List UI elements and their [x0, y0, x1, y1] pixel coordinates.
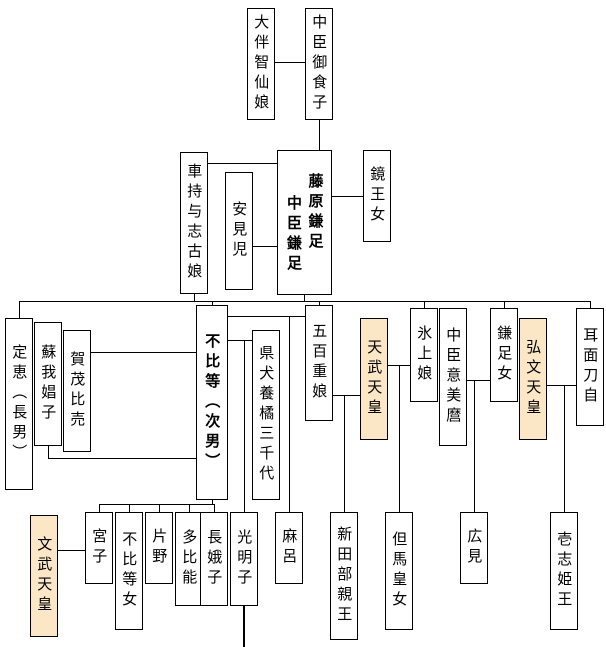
marriage-line-monmu-miyako [58, 550, 85, 551]
person-box-ichishi-hime: 壱志姫王 [550, 512, 578, 630]
person-name-katano: 片野 [150, 528, 169, 568]
marriage-line-yasumiko-kamatari [253, 246, 277, 247]
drop-line-fuhito-no-musume [129, 504, 130, 512]
drop-line-katano [159, 504, 160, 512]
person-name-emperor-monmu: 文武天皇 [35, 536, 54, 616]
person-name-fujiwara-kamatari: 藤原鎌足 [306, 172, 325, 253]
person-name-ioe-no-iratsume: 五百重娘 [310, 323, 329, 403]
person-box-fujiwara-kamatari: 中臣鎌足 藤原鎌足 [277, 150, 332, 295]
person-box-kurumamochi-yoshiko: 車持与志古娘 [180, 152, 208, 294]
person-box-fuhito-no-musume: 不比等女 [115, 512, 143, 630]
person-name-otomo-chisen: 大伴智仙娘 [252, 14, 271, 114]
marriage-line-kamo-fuhito [91, 352, 196, 353]
person-box-kamo-hime: 賀茂比売 [63, 330, 91, 452]
sibling-line-kamatari-children [19, 301, 591, 302]
person-box-emperor-kobun: 弘文天皇 [519, 318, 547, 440]
person-box-kagami-no-okimi: 鏡王女 [363, 150, 391, 242]
marriage-line-kamatari-kagami [332, 196, 363, 197]
person-box-tabino: 多比能 [175, 512, 203, 606]
descent-stub-kurumamochi [194, 294, 195, 301]
person-box-yasumiko: 安見児 [225, 172, 253, 290]
drop-line-nagako [214, 504, 215, 512]
marriage-line-otomo-mikeko [275, 62, 305, 63]
drop-line-tabino [189, 504, 190, 512]
marriage-line-fuhito-ioe [228, 316, 305, 317]
person-box-fuhito: 不比等（次男） [196, 305, 228, 500]
descent-line-mikeko-kamatari [319, 120, 320, 150]
drop-line-joe [19, 301, 20, 318]
person-name-maro: 麻呂 [280, 528, 299, 568]
marriage-line-soga-fuhito [48, 458, 196, 459]
person-box-hikami-no-iratsume: 氷上娘 [410, 308, 438, 402]
person-box-ioe-no-iratsume: 五百重娘 [305, 305, 333, 421]
descent-stub-kamatari [304, 295, 305, 301]
descent-line-komyoshi-continues [243, 606, 245, 647]
descent-stub-fuhito [212, 500, 213, 505]
person-name-komyoshi: 光明子 [235, 529, 254, 589]
person-box-joe: 定恵（長男） [5, 318, 33, 490]
person-name-kamatari-no-musume: 鎌足女 [495, 325, 514, 385]
person-box-soga-shoshi: 蘇我娼子 [34, 322, 62, 446]
descent-line-ichishi-hime [564, 385, 565, 512]
person-name-ichishi-hime: 壱志姫王 [555, 531, 574, 611]
person-name-soga-shoshi: 蘇我娼子 [39, 344, 58, 424]
marriage-stub-soga [48, 446, 49, 458]
person-box-nagako: 長娥子 [200, 512, 228, 606]
person-box-mimimo-toji: 耳面刀自 [576, 308, 604, 426]
person-box-niitabe: 新田部親王 [330, 512, 358, 640]
person-name-tachibana-michiyo: 県犬養橘三千代 [257, 345, 276, 485]
marriage-line-kobun-mimimo [547, 385, 576, 386]
sibling-line-fuhito-children [99, 504, 215, 505]
person-name-nakatomi-kamatari: 中臣鎌足 [285, 194, 303, 275]
person-name-kurumamochi-yoshiko: 車持与志古娘 [185, 163, 204, 283]
drop-line-mimimo-toji [590, 301, 591, 308]
person-name-miyako: 宮子 [90, 528, 109, 568]
drop-line-fuhito [212, 301, 213, 305]
drop-line-hikami [424, 301, 425, 308]
person-name-hiromi: 広見 [465, 528, 484, 568]
drop-line-miyako [99, 504, 100, 512]
person-name-emperor-kobun: 弘文天皇 [524, 339, 543, 419]
person-name-omimaro: 中臣意美麿 [444, 327, 463, 427]
person-box-emperor-monmu: 文武天皇 [30, 515, 58, 637]
person-name-kamo-hime: 賀茂比売 [68, 351, 87, 431]
person-box-maro: 麻呂 [275, 512, 303, 584]
person-name-hikami-no-iratsume: 氷上娘 [415, 325, 434, 385]
person-box-kamatari-no-musume: 鎌足女 [490, 308, 518, 402]
drop-line-ioe [319, 301, 320, 305]
marriage-line-kurumamochi-kamatari [208, 163, 277, 164]
person-name-nakatomi-mikeko: 中臣御食子 [310, 14, 329, 114]
person-box-omimaro: 中臣意美麿 [439, 308, 467, 446]
person-name-joe: 定恵（長男） [10, 344, 29, 464]
descent-line-komyoshi [244, 340, 245, 512]
descent-line-maro [289, 316, 290, 512]
drop-line-kamatari-no-musume [504, 301, 505, 308]
person-name-yasumiko: 安見児 [230, 201, 249, 261]
marriage-line-fuhito-michiyo [228, 340, 252, 341]
person-box-nakatomi-mikeko: 中臣御食子 [305, 8, 333, 120]
descent-line-tajima [399, 365, 400, 512]
person-name-tabino: 多比能 [180, 529, 199, 589]
person-box-katano: 片野 [145, 512, 173, 584]
person-name-emperor-tenmu: 天武天皇 [365, 339, 384, 419]
person-box-otomo-chisen: 大伴智仙娘 [247, 8, 275, 120]
person-name-niitabe: 新田部親王 [335, 526, 354, 626]
person-box-emperor-tenmu: 天武天皇 [360, 318, 388, 440]
person-name-mimimo-toji: 耳面刀自 [581, 327, 600, 407]
descent-line-niitabe [344, 395, 345, 512]
person-box-komyoshi: 光明子 [230, 512, 258, 606]
person-box-hiromi: 広見 [460, 512, 488, 584]
marriage-line-omimaro-musume [467, 380, 490, 381]
person-name-tajima: 但馬皇女 [390, 531, 409, 611]
descent-line-hiromi [474, 380, 475, 512]
marriage-line-ioe-tenmu [333, 395, 360, 396]
person-name-kagami-no-okimi: 鏡王女 [368, 166, 387, 226]
person-box-tachibana-michiyo: 県犬養橘三千代 [252, 330, 280, 500]
person-name-fuhito-no-musume: 不比等女 [120, 531, 139, 611]
person-box-miyako: 宮子 [85, 512, 113, 584]
person-name-fuhito: 不比等（次男） [203, 332, 222, 473]
person-box-tajima: 但馬皇女 [385, 512, 413, 630]
person-name-nagako: 長娥子 [205, 529, 224, 589]
